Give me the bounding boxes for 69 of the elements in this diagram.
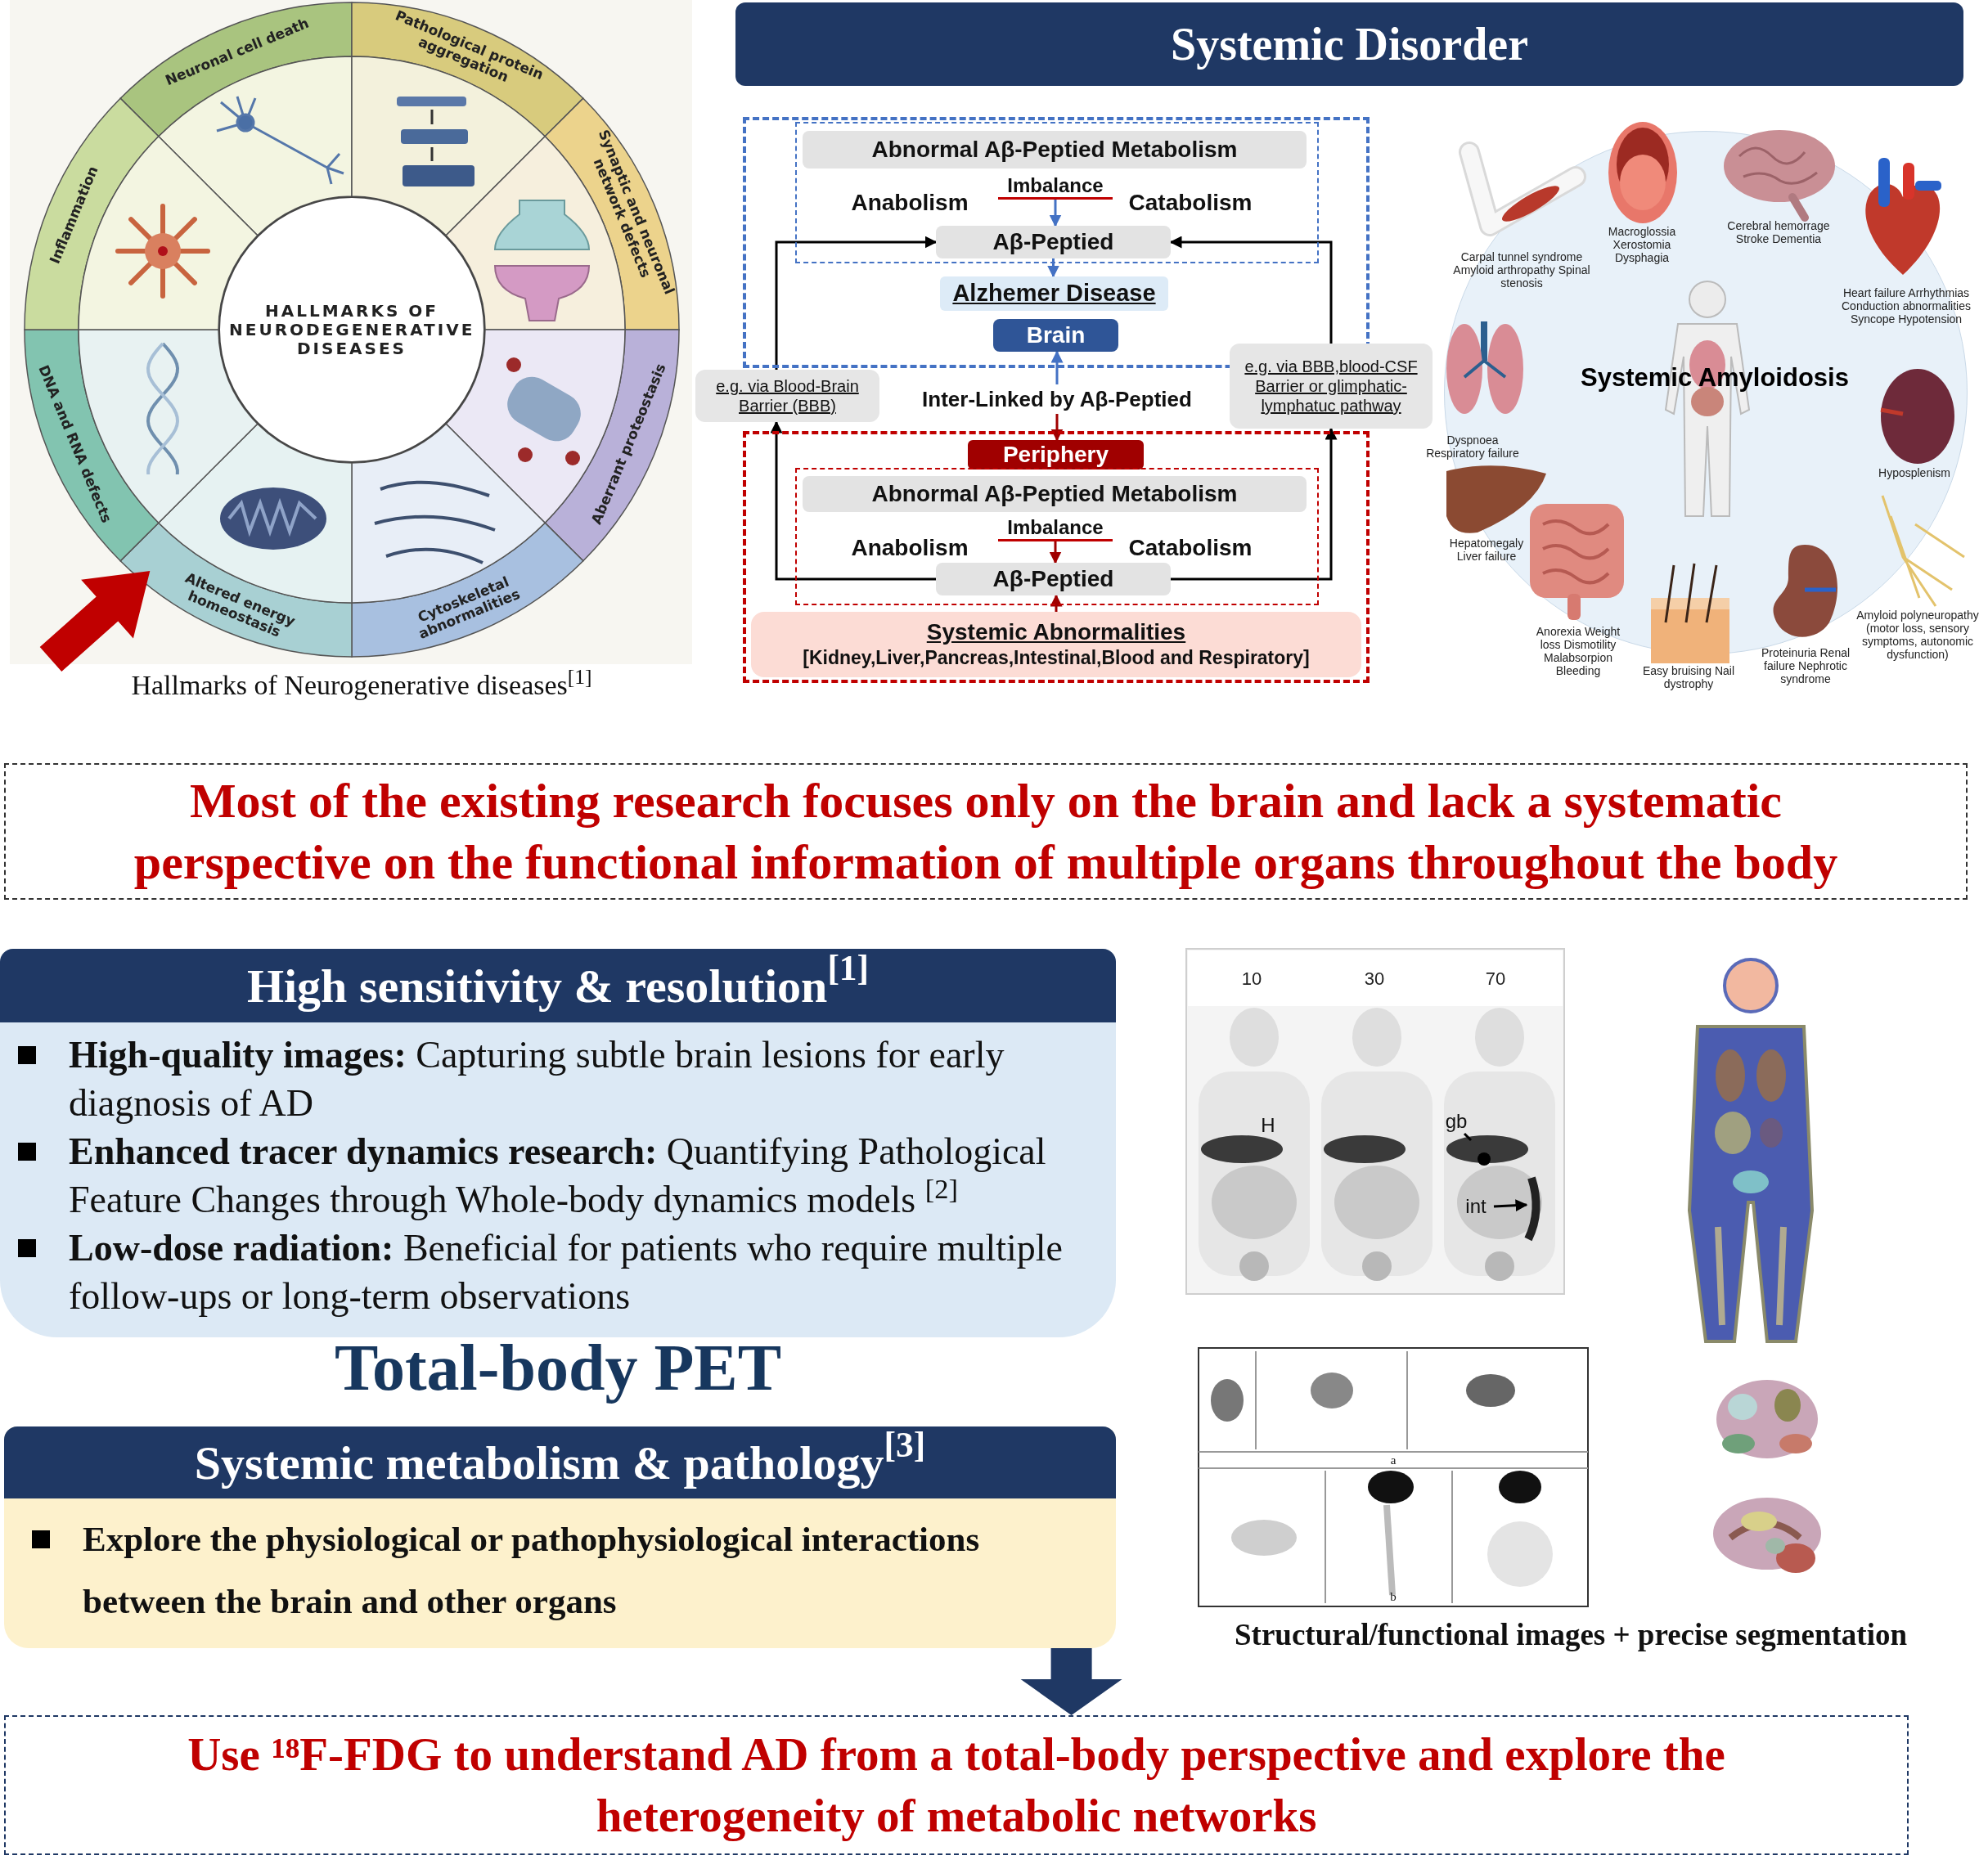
process-box: Aβ-Peptied bbox=[936, 226, 1171, 258]
linking-text: Inter-Linked by Aβ-Peptied bbox=[893, 384, 1221, 414]
bullet-text: Enhanced tracer dynamics research: Quantifying Pathological Feature Changes through Whole-body dynamics models $^{[2]}$ bbox=[69, 1130, 1047, 1222]
hub-title: HALLMARKS OF NEURODEGENERATIVE DISEASES bbox=[229, 301, 475, 358]
bullet-text: High-quality images: Capturing subtle brain lesions for early diagnosis of AD bbox=[69, 1033, 1005, 1125]
arrow bbox=[1050, 414, 1064, 442]
symptom-list: Macroglossia Xerostomia Dysphagia bbox=[1596, 225, 1688, 264]
panel-header: Systemic metabolism & pathology$^{[3]}$ bbox=[4, 1426, 1116, 1498]
process-box: Aβ-Peptied bbox=[936, 563, 1171, 595]
info-panel bbox=[0, 949, 1116, 1337]
process-label: Anabolism bbox=[850, 189, 969, 217]
symptom-list: Hepatomegaly Liver failure bbox=[1442, 537, 1531, 563]
section-title: Total-body PET bbox=[333, 1331, 783, 1405]
process-label: Catabolism bbox=[1127, 534, 1253, 562]
annotation-text: H bbox=[1260, 1113, 1276, 1138]
bullet-text: Explore the physiological or pathophysiological interactions between the brain and other organs bbox=[83, 1519, 981, 1622]
conclusion-banner: Use ¹⁸F-FDG to understand AD from a total-body perspective and explore the heterogeneity of metabolic networks bbox=[4, 1715, 1909, 1855]
dotted-region bbox=[795, 468, 1319, 605]
imbalance-label: Imbalance bbox=[998, 517, 1113, 541]
title-banner: Systemic Disorder bbox=[735, 2, 1963, 86]
abnormalities-title: Systemic Abnormalities bbox=[926, 618, 1186, 646]
region-badge: Periphery bbox=[968, 440, 1144, 469]
panel-header: High sensitivity & resolution$^{[1]}$ bbox=[0, 949, 1116, 1022]
arrow bbox=[1171, 427, 1338, 581]
annotation-text: int bbox=[1458, 1194, 1494, 1219]
block-arrow bbox=[1020, 1648, 1122, 1715]
figure-caption: Hallmarks of Neurogenerative diseases$^{[1]}$ bbox=[130, 669, 593, 702]
annotation-text: gb bbox=[1440, 1109, 1473, 1134]
time-label: 70 bbox=[1484, 968, 1507, 991]
process-label: Anabolism bbox=[850, 534, 969, 562]
statement-banner: Most of the existing research focuses only on the brain and lack a systematic perspective on the functional information of multiple organs throughout the body bbox=[4, 763, 1968, 900]
pathway-note: e.g. via BBB,blood-CSF Barrier or glimphatic-lymphatuc pathway bbox=[1230, 344, 1433, 429]
abnormalities-box bbox=[751, 612, 1361, 677]
symptom-list: Dyspnoea Respiratory failure bbox=[1419, 434, 1526, 460]
leader-line bbox=[1463, 1132, 1473, 1142]
arrow bbox=[1049, 200, 1062, 227]
time-label: 10 bbox=[1240, 968, 1263, 991]
symptom-list: Cerebral hemorrage Stroke Dementia bbox=[1720, 219, 1837, 245]
imbalance-label: Imbalance bbox=[998, 175, 1113, 200]
info-panel bbox=[4, 1426, 1116, 1648]
pathway-note: e.g. via Blood-Brain Barrier (BBB) bbox=[695, 370, 879, 422]
panel-letter: b bbox=[1389, 1590, 1397, 1604]
process-box: Abnormal Aβ-Peptied Metabolism bbox=[803, 131, 1307, 168]
symptom-list: Heart failure Arrhythmias Conduction abnormalities Syncope Hypotension bbox=[1836, 286, 1977, 326]
disease-box: Alzhemer Disease bbox=[940, 276, 1168, 311]
organ-list: [Kidney,Liver,Pancreas,Intestinal,Blood and Respiratory] bbox=[803, 645, 1310, 671]
symptom-list: Anorexia Weight loss Dismotility Malabsorpion Bleeding bbox=[1532, 625, 1624, 677]
arrow bbox=[1169, 236, 1333, 344]
image-caption: Structural/functional images + precise segmentation bbox=[1234, 1617, 1908, 1653]
symptom-list: Hyposplenism bbox=[1869, 466, 1959, 479]
arrow bbox=[775, 236, 938, 370]
process-label: Catabolism bbox=[1127, 189, 1253, 217]
time-label: 30 bbox=[1363, 968, 1386, 991]
region-badge: Brain bbox=[993, 319, 1118, 352]
dashed-region bbox=[743, 431, 1370, 683]
arrow bbox=[1050, 350, 1064, 384]
block-arrow bbox=[39, 571, 151, 672]
amyloidosis-title: Systemic Amyloidosis bbox=[1580, 362, 1850, 393]
leader-line bbox=[1493, 1199, 1528, 1212]
arrow bbox=[1050, 594, 1063, 612]
arrow bbox=[770, 420, 936, 581]
process-box: Abnormal Aβ-Peptied Metabolism bbox=[803, 476, 1307, 512]
dotted-region bbox=[795, 122, 1319, 263]
panel-letter: a bbox=[1389, 1453, 1397, 1467]
bullet-text: Low-dose radiation: Beneficial for patients who require multiple follow-ups or long-term observations bbox=[69, 1226, 1064, 1319]
symptom-list: Easy bruising Nail dystrophy bbox=[1639, 664, 1738, 690]
symptom-list: Carpal tunnel syndrome Amyloid arthropathy Spinal stenosis bbox=[1451, 250, 1592, 290]
arrow bbox=[1047, 258, 1059, 278]
arrow bbox=[1049, 541, 1062, 564]
